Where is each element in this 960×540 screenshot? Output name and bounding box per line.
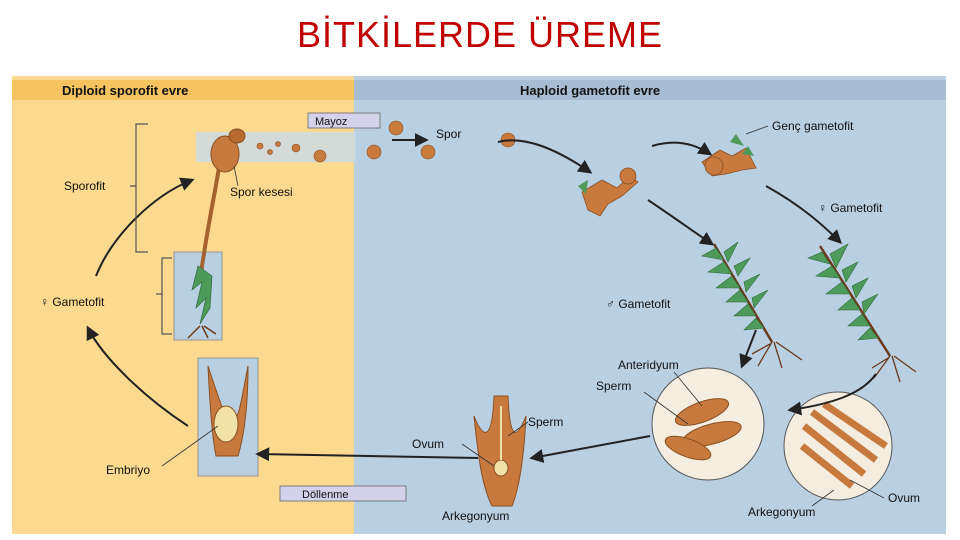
label-genc-gametofit: Genç gametofit (772, 119, 854, 133)
male-gametophyte-plant (701, 241, 803, 369)
dollenme-label: Döllenme (302, 489, 348, 501)
leader-lines (161, 125, 885, 507)
label-anteridyum: Anteridyum (618, 358, 679, 372)
embryo-cell (213, 405, 239, 443)
protonema-leaves (578, 134, 754, 194)
left-gametophyte-plant (187, 265, 217, 339)
gametophyte-thumbnail-frame (173, 251, 223, 341)
mayoz-label: Mayoz (315, 116, 347, 128)
label-female-gametofit-left: ♀ Gametofit (40, 295, 105, 309)
label-sperm-mid: Sperm (528, 415, 563, 429)
sporophyte-brace (130, 123, 148, 253)
female-gametophyte-plant (807, 243, 917, 383)
label-spor-kesesi: Spor kesesi (230, 185, 293, 199)
label-arkegonyum-mid: Arkegonyum (442, 509, 509, 523)
archegonium-middle (473, 395, 527, 507)
page-title: BİTKİLERDE ÜREME (296, 14, 664, 55)
label-spor: Spor (436, 127, 461, 141)
antheridium-zoom (651, 367, 765, 481)
mayoz-box (307, 112, 381, 129)
label-embriyo: Embriyo (106, 463, 150, 477)
sporophyte-plant (198, 128, 246, 282)
embryo-archegonium (207, 365, 249, 457)
label-male-gametofit: ♂ Gametofit (606, 297, 671, 311)
archegonium-zoom (783, 391, 893, 501)
label-sporofit: Sporofit (64, 179, 106, 193)
gametophyte-brace (156, 257, 172, 335)
cycle-arrows (86, 133, 877, 463)
diploid-header-bar (12, 80, 354, 100)
label-female-gametofit-right: ♀ Gametofit (818, 201, 883, 215)
label-arkegonyum-right: Arkegonyum (748, 505, 815, 519)
label-ovum-mid: Ovum (412, 437, 444, 451)
protonema-plants (581, 147, 757, 217)
diploid-phase-label: Diploid sporofit evre (62, 83, 188, 98)
haploid-phase-label: Haploid gametofit evre (520, 83, 660, 98)
label-sperm-top: Sperm (596, 379, 631, 393)
dollenme-box (279, 485, 407, 502)
moss-life-cycle-diagram: Diploid sporofit evre Haploid gametofit … (12, 76, 946, 534)
haploid-header-bar (354, 80, 946, 100)
label-ovum-right: Ovum (888, 491, 920, 505)
